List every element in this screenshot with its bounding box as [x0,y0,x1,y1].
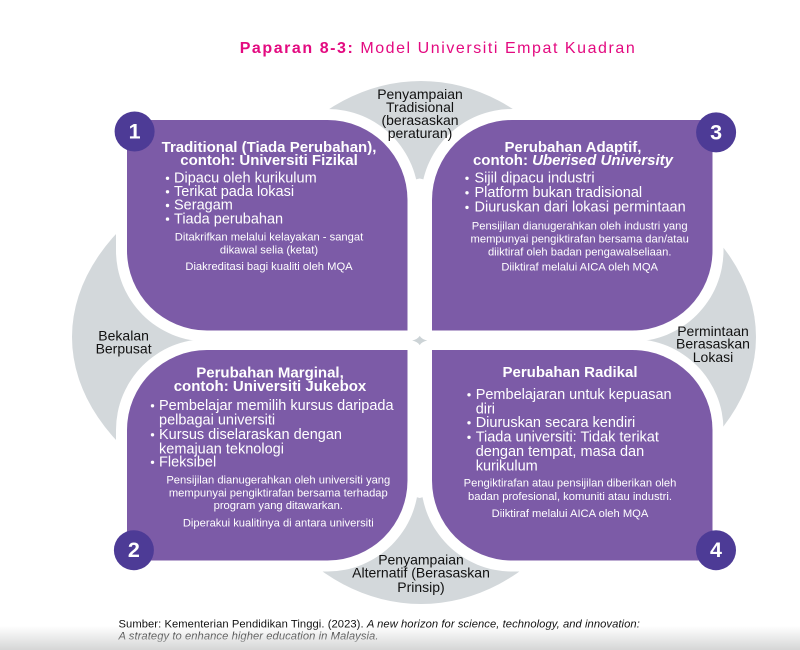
svg-text:Traditional (Tiada Perubahan),: Traditional (Tiada Perubahan), [162,139,377,156]
svg-text:Pensijilan dianugerahkan oleh: Pensijilan dianugerahkan oleh industri y… [472,221,688,233]
svg-text:peraturan): peraturan) [388,125,453,141]
svg-text:Tradisional: Tradisional [386,99,454,115]
svg-text:Diuruskan dari lokasi perminta: Diuruskan dari lokasi permintaan [475,200,686,216]
svg-text:badan profesional, komuniti at: badan profesional, komuniti atau industr… [468,491,672,503]
svg-text:Lokasi: Lokasi [693,349,733,365]
svg-text:program yang ditawarkan.: program yang ditawarkan. [214,500,343,512]
svg-text:contoh: Uberised University: contoh: Uberised University [473,152,674,169]
svg-text:Diiktiraf melalui AICA oleh MQ: Diiktiraf melalui AICA oleh MQA [492,508,649,520]
svg-text:Pembelajaran untuk kepuasan: Pembelajaran untuk kepuasan [476,387,672,403]
svg-text:Diakreditasi bagi kualiti oleh: Diakreditasi bagi kualiti oleh MQA [185,261,353,273]
svg-text:Permintaan: Permintaan [677,323,749,339]
svg-text:dengan tempat, masa dan: dengan tempat, masa dan [476,444,644,460]
svg-text:Diuruskan secara kendiri: Diuruskan secara kendiri [476,415,636,431]
svg-text:Terikat pada lokasi: Terikat pada lokasi [174,184,294,200]
svg-text:diiktiraf oleh badan pengawals: diiktiraf oleh badan pengawalseliaan. [488,247,671,259]
svg-text:pelbagai universiti: pelbagai universiti [159,413,275,429]
svg-text:2: 2 [128,538,140,562]
svg-text:Seragam: Seragam [174,198,233,214]
svg-text:kurikulum: kurikulum [476,459,538,475]
svg-text:3: 3 [710,120,722,144]
svg-text:Diperakui kualitinya di antara: Diperakui kualitinya di antara universit… [183,518,374,530]
svg-text:dikawal selia (ketat): dikawal selia (ketat) [220,245,319,257]
svg-text:Tiada universiti: Tidak terika: Tiada universiti: Tidak terikat [476,430,659,446]
svg-text:Alternatif (Berasaskan: Alternatif (Berasaskan [352,565,490,581]
svg-text:Pengiktirafan atau pensijilan: Pengiktirafan atau pensijilan diberikan … [464,478,677,490]
svg-text:Perubahan Marginal,: Perubahan Marginal, [196,365,344,382]
svg-text:Ditakrifkan melalui kelayakan: Ditakrifkan melalui kelayakan - sangat [175,232,364,244]
svg-text:Platform bukan tradisional: Platform bukan tradisional [475,185,643,201]
svg-text:contoh: Universiti Fizikal: contoh: Universiti Fizikal [180,152,358,169]
svg-text:Tiada perubahan: Tiada perubahan [174,211,283,227]
svg-text:Berasaskan: Berasaskan [676,336,750,352]
svg-text:Perubahan Adaptif,: Perubahan Adaptif, [505,139,642,156]
svg-text:Berpusat: Berpusat [96,341,152,357]
svg-text:Diiktiraf melalui AICA oleh MQ: Diiktiraf melalui AICA oleh MQA [501,262,658,274]
svg-text:1: 1 [129,120,141,144]
svg-text:Sijil dipacu industri: Sijil dipacu industri [475,171,595,187]
svg-text:Pembelajar memilih kursus dari: Pembelajar memilih kursus daripada [159,398,394,414]
svg-text:(berasaskan: (berasaskan [381,112,458,128]
svg-text:Fleksibel: Fleksibel [159,455,216,471]
svg-text:Perubahan Radikal: Perubahan Radikal [502,364,637,381]
svg-text:Prinsip): Prinsip) [397,579,444,595]
svg-text:Kursus diselaraskan dengan: Kursus diselaraskan dengan [159,427,342,443]
svg-text:Penyampaian: Penyampaian [378,552,464,568]
svg-text:4: 4 [710,538,722,562]
svg-text:diri: diri [476,402,495,418]
svg-text:mempunyai pengiktirafan bersam: mempunyai pengiktirafan bersama terhadap [169,488,388,500]
svg-text:Penyampaian: Penyampaian [377,86,463,102]
svg-text:Pensijilan dianugerahkan oleh: Pensijilan dianugerahkan oleh universiti… [166,475,390,487]
svg-text:Paparan 8-3: Model Universiti: Paparan 8-3: Model Universiti Empat Kuad… [240,40,637,57]
svg-text:kemajuan teknologi: kemajuan teknologi [159,442,284,458]
svg-text:Dipacu oleh kurikulum: Dipacu oleh kurikulum [174,171,317,187]
svg-text:mempunyai pengiktirafan bersam: mempunyai pengiktirafan bersama dan/atau [471,234,689,246]
svg-text:Bekalan: Bekalan [98,328,149,344]
svg-text:contoh: Universiti Jukebox: contoh: Universiti Jukebox [174,378,367,395]
